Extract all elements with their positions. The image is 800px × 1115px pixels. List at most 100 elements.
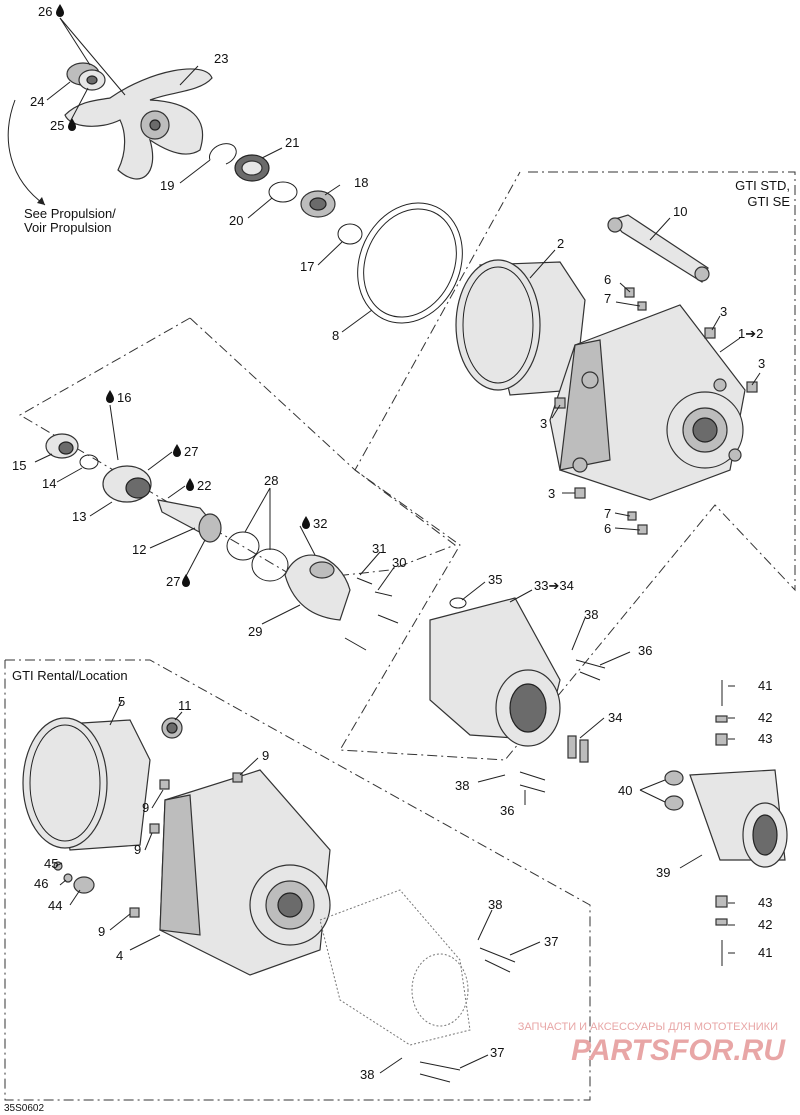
shaft-parts — [45, 433, 289, 582]
callout-4: 4 — [116, 948, 123, 963]
callout-3: 3 — [548, 486, 555, 501]
wear-ring-seal-8 — [357, 202, 463, 324]
callout-3: 3 — [720, 304, 727, 319]
gti-std-se-box — [339, 171, 796, 761]
watermark-caption: ЗАПЧАСТИ И АКСЕССУАРЫ ДЛЯ МОТОТЕХНИКИ — [518, 1021, 778, 1033]
callout-27: 27 — [166, 574, 180, 589]
callout-18: 18 — [354, 175, 368, 190]
callout-40: 40 — [618, 783, 632, 798]
lubricant-drop-icon — [68, 118, 76, 131]
callout-32: 32 — [313, 516, 327, 531]
callout-24: 24 — [30, 94, 44, 109]
callout-12: 12 — [132, 542, 146, 557]
circlip-19 — [209, 143, 237, 165]
callout-21: 21 — [285, 135, 299, 150]
callout-19: 19 — [160, 178, 174, 193]
o-ring-20 — [268, 181, 298, 203]
see-propulsion-line-1: See Propulsion/ — [24, 206, 116, 221]
callout-1-to-2: 1➔2 — [738, 326, 763, 341]
see-propulsion-arrow — [7, 99, 46, 206]
callout-8: 8 — [332, 328, 339, 343]
callout-43: 43 — [758, 731, 772, 746]
callout-41: 41 — [758, 945, 772, 960]
callout-34: 34 — [608, 710, 622, 725]
callout-44: 44 — [48, 898, 62, 913]
group-title-gti-rental: GTI Rental/Location — [12, 668, 128, 683]
callout-38: 38 — [360, 1067, 374, 1082]
callout-13: 13 — [72, 509, 86, 524]
callout-43: 43 — [758, 895, 772, 910]
gti-rental-box — [4, 659, 591, 1101]
callout-36: 36 — [638, 643, 652, 658]
callout-3: 3 — [540, 416, 547, 431]
callout-14: 14 — [42, 476, 56, 491]
callout-45: 45 — [44, 856, 58, 871]
screws-30-31 — [344, 577, 399, 651]
pump-housing-4 — [53, 717, 331, 976]
callout-38: 38 — [455, 778, 469, 793]
diagram-code: 35S0602 — [4, 1103, 44, 1114]
group-title-gti-se: GTI SE — [747, 194, 790, 209]
callout-37: 37 — [490, 1045, 504, 1060]
callout-3: 3 — [758, 356, 765, 371]
callout-37: 37 — [544, 934, 558, 949]
callout-15: 15 — [12, 458, 26, 473]
callout-23: 23 — [214, 51, 228, 66]
wear-ring-2 — [455, 259, 586, 396]
callout-27: 27 — [184, 444, 198, 459]
pump-housing-1 — [549, 304, 746, 501]
fasteners-6-7-3 — [554, 287, 758, 535]
lubricant-drop-icon — [56, 4, 64, 17]
impeller-nut — [66, 62, 106, 91]
lubricant-drop-icon — [182, 574, 190, 587]
see-propulsion-line-2: Voir Propulsion — [24, 220, 111, 235]
lubricant-drop-icon — [106, 390, 114, 403]
support-10 — [607, 214, 710, 283]
callout-16: 16 — [117, 390, 131, 405]
callout-28: 28 — [264, 473, 278, 488]
callout-2: 2 — [557, 236, 564, 251]
callout-11: 11 — [178, 698, 192, 713]
nozzle-39 — [664, 680, 788, 966]
lubricant-drop-icon — [186, 478, 194, 491]
callout-29: 29 — [248, 624, 262, 639]
lubricant-drop-icon — [302, 516, 310, 529]
seal-21 — [234, 154, 270, 182]
callout-6: 6 — [604, 521, 611, 536]
leader-lines — [34, 17, 761, 1074]
group-title-gti-std: GTI STD, — [735, 178, 790, 193]
venturi-ghost — [319, 889, 516, 1083]
callout-30: 30 — [392, 555, 406, 570]
callout-17: 17 — [300, 259, 314, 274]
callout-7: 7 — [604, 506, 611, 521]
callout-42: 42 — [758, 710, 772, 725]
callout-36: 36 — [500, 803, 514, 818]
watermark-brand: PARTSFOR.RU — [571, 1034, 786, 1067]
lubricant-drop-icon — [173, 444, 181, 457]
callout-38: 38 — [584, 607, 598, 622]
callout-31: 31 — [372, 541, 386, 556]
cone-29 — [284, 554, 351, 621]
wear-ring-5 — [22, 717, 151, 851]
callout-10: 10 — [673, 204, 687, 219]
callout-20: 20 — [229, 213, 243, 228]
impeller-assembly — [64, 68, 213, 180]
callout-41: 41 — [758, 678, 772, 693]
callout-38: 38 — [488, 897, 502, 912]
callout-9: 9 — [134, 842, 141, 857]
impeller-group-outline — [19, 317, 457, 581]
venturi-33 — [429, 597, 606, 793]
callout-26: 26 — [38, 4, 52, 19]
callout-46: 46 — [34, 876, 48, 891]
callout-9: 9 — [262, 748, 269, 763]
callout-35: 35 — [488, 572, 502, 587]
callout-33-to-34: 33➔34 — [534, 578, 574, 593]
callout-42: 42 — [758, 917, 772, 932]
callout-22: 22 — [197, 478, 211, 493]
callout-5: 5 — [118, 694, 125, 709]
callout-25: 25 — [50, 118, 64, 133]
callout-39: 39 — [656, 865, 670, 880]
callout-7: 7 — [604, 291, 611, 306]
